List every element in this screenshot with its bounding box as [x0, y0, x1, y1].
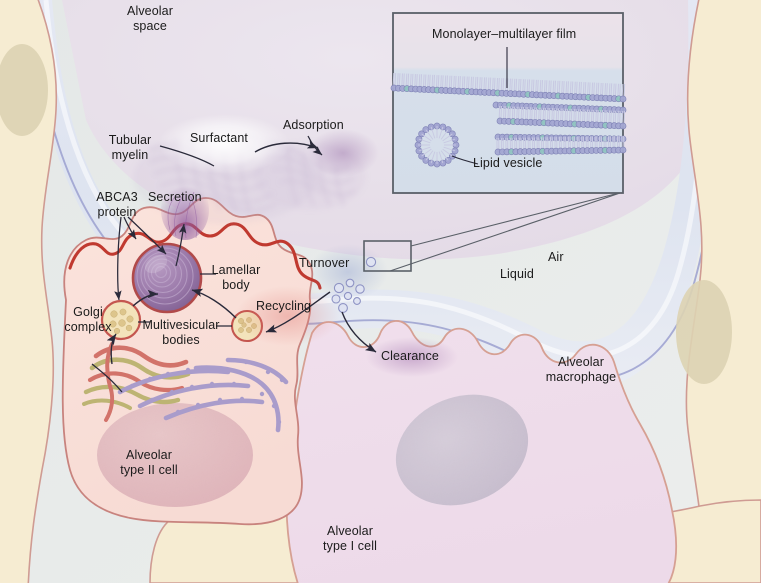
multilayer-leaflet-2-lower: [494, 135, 627, 156]
ribosomes: [129, 359, 285, 425]
recycling-glow: [236, 286, 340, 346]
leader-tubular-myelin: [159, 145, 215, 167]
label-alveolar-macrophage: Alveolar macrophage: [545, 355, 617, 384]
arrows: [91, 135, 377, 393]
arrow-golgi-to-mvb: [106, 333, 117, 365]
arrow-abca3-to-mvb-left: [114, 216, 122, 301]
type-i-cell-left-nucleus: [0, 44, 48, 136]
multilayer-leaflet-1-upper: [492, 101, 627, 114]
adsorption-glow: [307, 129, 379, 177]
monolayer-leaflet: [390, 72, 627, 103]
label-adsorption: Adsorption: [283, 118, 344, 132]
label-recycling: Recycling: [256, 299, 312, 313]
label-golgi-complex: Golgi complex: [64, 305, 112, 334]
arrow-surfactant-spread: [254, 140, 319, 153]
type-ii-nucleus-texture: [97, 403, 253, 507]
label-lipid-vesicle: Lipid vesicle: [473, 156, 543, 170]
turnover-vesicles: [331, 256, 377, 313]
type-i-cell-right-nucleus: [676, 280, 732, 384]
label-surfactant: Surfactant: [190, 131, 248, 145]
label-alveolar-type-i-cell: Alveolar type I cell: [323, 524, 377, 553]
label-abca3-protein: ABCA3 protein: [96, 190, 138, 219]
inset-lipid-rows: [390, 72, 627, 156]
label-multivesicular-bodies: Multivesicular bodies: [142, 318, 220, 347]
leader-lipid-vesicle: [451, 155, 479, 165]
secretion-plume: [161, 180, 209, 240]
lipid-vesicle: [414, 122, 460, 168]
label-secretion: Secretion: [148, 190, 202, 204]
arrow-abca3-mid: [123, 216, 137, 240]
inset-connector-line-2: [389, 191, 624, 272]
label-alveolar-space: Alveolar space: [127, 4, 173, 33]
clearance-glow: [366, 337, 458, 377]
lamellar-body: [131, 242, 203, 314]
label-lamellar-body: Lamellar body: [211, 263, 261, 292]
arrow-secretion: [175, 223, 187, 267]
rough-endoplasmic-reticulum: [117, 357, 289, 433]
arrow-clearance: [341, 311, 377, 353]
label-air: Air: [548, 250, 564, 264]
inset-source-box: [363, 240, 412, 272]
type-i-cell-left: [0, 0, 58, 583]
multilayer-leaflet-1-lower: [496, 105, 627, 130]
arrow-recycling-to-lamellar: [191, 288, 237, 319]
label-monolayer-multilayer-film: Monolayer–multilayer film: [432, 27, 577, 41]
label-tubular-myelin: Tubular myelin: [108, 133, 152, 162]
arrow-abca3-to-lamellar: [127, 216, 167, 255]
leader-golgi: [91, 363, 123, 393]
liquid-inner-highlight: [43, 0, 706, 359]
label-turnover: Turnover: [299, 256, 350, 270]
label-clearance: Clearance: [381, 349, 439, 363]
macrophage-nucleus-texture: [395, 394, 529, 506]
label-liquid: Liquid: [500, 267, 534, 281]
inset-connector-line: [410, 191, 624, 247]
surfactant-halo: [158, 114, 290, 174]
inset-panel: [390, 12, 627, 194]
label-alveolar-type-ii-cell: Alveolar type II cell: [120, 448, 178, 477]
turnover-glow: [308, 244, 388, 300]
multivesicular-body-left: [100, 299, 142, 341]
arrow-turnover-to-recycling: [265, 291, 331, 333]
arrow-mvb-to-lamellar: [132, 289, 159, 307]
